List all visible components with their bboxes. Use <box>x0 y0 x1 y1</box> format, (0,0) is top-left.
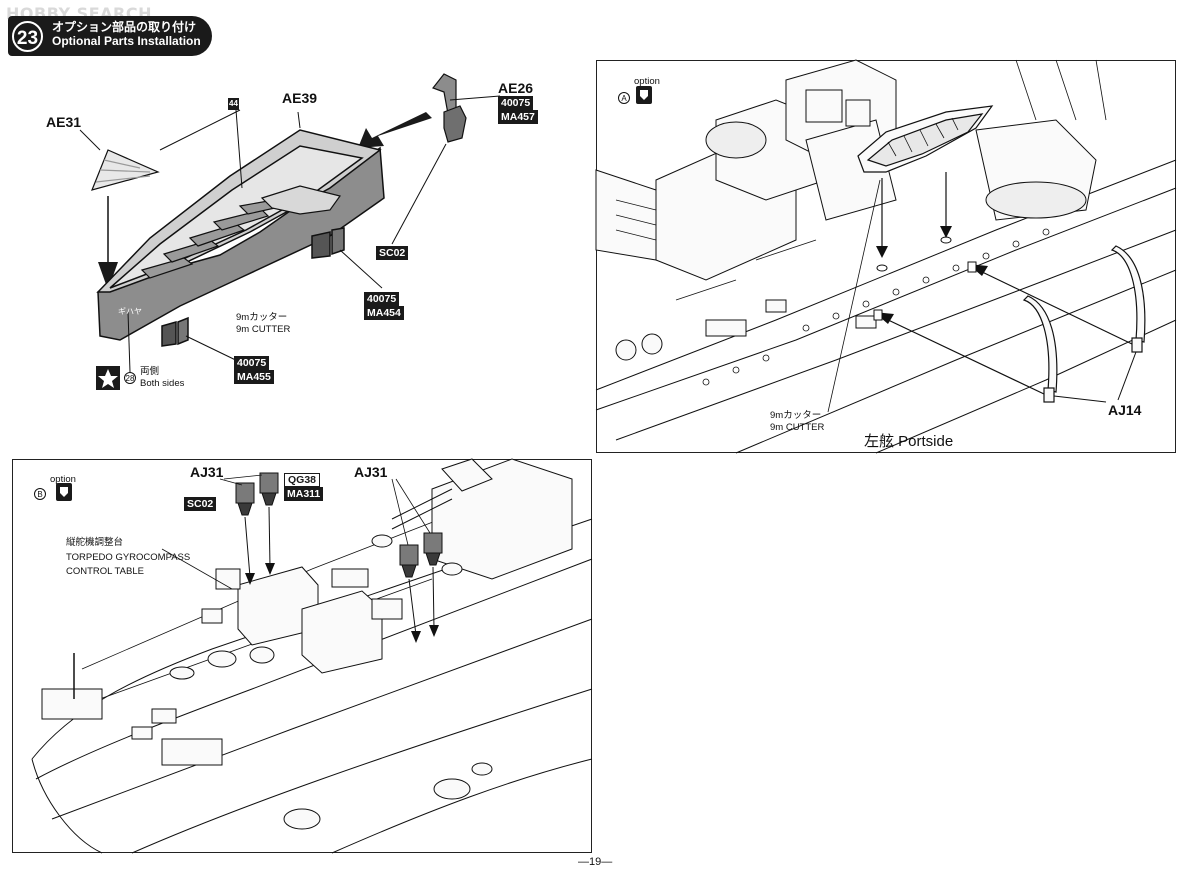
page-number: —19— <box>578 856 613 868</box>
partno-ae26-code2: MA457 <box>498 110 538 124</box>
panel-b-option-label: option <box>50 474 76 485</box>
label-aj14: AJ14 <box>1108 402 1142 418</box>
cutter-boat <box>96 129 385 347</box>
ae31-part <box>90 149 160 191</box>
both-sides-jp: 両側 <box>140 366 160 377</box>
panel-a-option-label: option <box>634 76 660 87</box>
decal-28: 28 <box>124 372 136 384</box>
panel-b-marker: B <box>34 488 46 500</box>
partno-ma311: MA311 <box>284 487 324 501</box>
partno-sc02: SC02 <box>376 246 409 260</box>
table-label-jp: 縦舵機調整台 <box>66 537 124 548</box>
aj14-davits <box>1022 245 1146 403</box>
label-ae39: AE39 <box>282 90 318 106</box>
panel-a-option-marker <box>636 86 652 104</box>
step-title-jp: オプション部品の取り付け <box>52 20 197 34</box>
both-sides-en: Both sides <box>140 378 185 389</box>
partno-sc02-b: SC02 <box>184 497 217 511</box>
ae26-part <box>432 73 467 143</box>
decal-44: 44 <box>228 98 239 110</box>
panel-a-drawing <box>595 59 1177 454</box>
aj31-right-parts <box>399 532 443 578</box>
panel-a-cutter-en: 9m CUTTER <box>770 422 825 433</box>
label-ae31: AE31 <box>46 114 82 130</box>
partno-mid-code1: 40075 <box>364 292 400 306</box>
partno-low-code2: MA455 <box>234 370 274 384</box>
partno-low-code1: 40075 <box>234 356 270 370</box>
step-title-en: Optional Parts Installation <box>52 34 201 48</box>
portside-label: 左舷 Portside <box>864 433 954 450</box>
panel-a-cutter <box>857 105 994 173</box>
panel-b-option-marker <box>56 483 72 501</box>
label-aj31-right: AJ31 <box>354 464 388 480</box>
panel-b-drawing <box>31 458 593 854</box>
boat-marking: ギハヤ <box>118 307 142 316</box>
cutter-label-jp: 9mカッター <box>236 312 288 323</box>
partno-mid-code2: MA454 <box>364 306 404 320</box>
panel-a-marker: A <box>618 92 630 104</box>
partno-ae26-code1: 40075 <box>498 96 534 110</box>
label-aj31-left: AJ31 <box>190 464 224 480</box>
star-icon <box>96 366 120 390</box>
boat-assembly-drawing <box>79 73 501 390</box>
panel-a-cutter-jp: 9mカッター <box>770 410 822 421</box>
table-label-en1: TORPEDO GYROCOMPASS <box>66 552 191 563</box>
ae31-arrow <box>98 262 118 290</box>
aj31-left-parts <box>235 472 279 516</box>
partno-qg38: QG38 <box>284 473 321 487</box>
label-ae26: AE26 <box>498 80 534 96</box>
cutter-label-en: 9m CUTTER <box>236 324 291 335</box>
table-label-en2: CONTROL TABLE <box>66 566 144 577</box>
step-number: 23 <box>12 21 43 52</box>
ae26-arrow <box>358 112 432 148</box>
